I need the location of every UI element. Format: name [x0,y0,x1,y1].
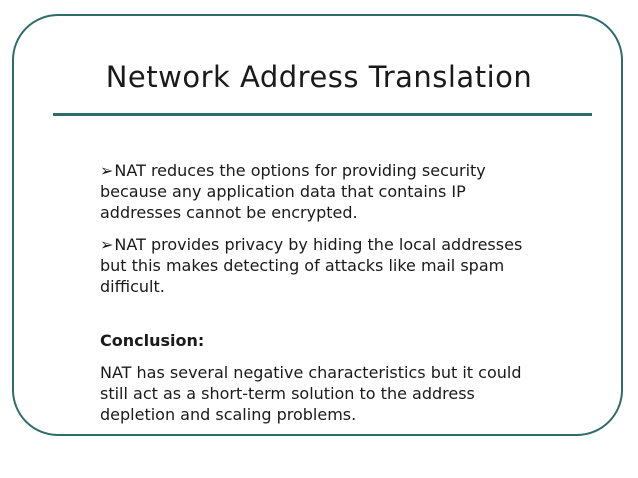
arrow-bullet-icon: ➢ [100,161,114,180]
bullet-text: NAT provides privacy by hiding the local… [100,235,523,296]
conclusion-paragraph: NAT has several negative characteristics… [100,363,522,424]
slide-body: ➢NAT reduces the options for providing s… [100,160,575,436]
bullet-item: ➢NAT reduces the options for providing s… [100,160,575,223]
bullet-item: ➢NAT provides privacy by hiding the loca… [100,234,575,297]
bullet-text: NAT reduces the options for providing se… [100,161,486,222]
arrow-bullet-icon: ➢ [100,235,114,254]
conclusion-heading: Conclusion: [100,331,205,350]
slide-title: Network Address Translation [105,60,533,94]
title-underline [53,113,592,116]
